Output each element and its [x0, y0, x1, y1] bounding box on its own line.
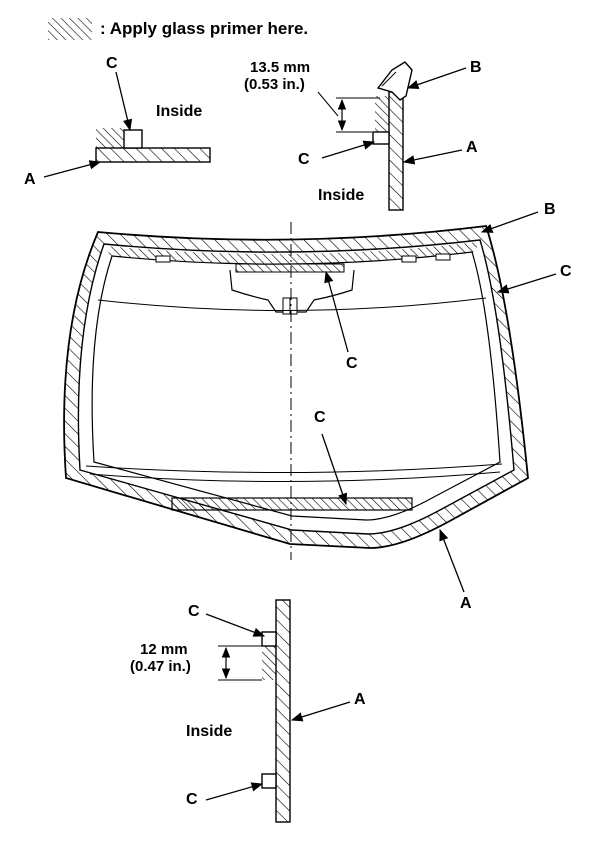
section-top-left — [43, 71, 211, 178]
label-a-top-left: A — [24, 171, 36, 188]
windshield-leaders — [321, 211, 557, 593]
label-inside-top-left: Inside — [156, 103, 203, 120]
label-c-windshield-bottom: C — [314, 409, 326, 426]
label-b-top-right: B — [470, 59, 482, 76]
label-inside-top-right: Inside — [318, 187, 365, 204]
label-c-bottom-upper: C — [188, 603, 200, 620]
label-c-windshield-top: C — [346, 355, 358, 372]
label-c-bottom-lower: C — [186, 791, 198, 808]
label-c-top-right: C — [298, 151, 310, 168]
hatch-swatch-icon — [48, 18, 92, 40]
windshield-glass — [63, 222, 529, 560]
label-c-top-left: C — [106, 55, 118, 72]
dimension-bottom-in: (0.47 in.) — [130, 658, 191, 675]
dimension-top-mm: 13.5 mm — [250, 59, 311, 76]
label-a-bottom: A — [354, 691, 366, 708]
section-bottom — [205, 599, 351, 823]
label-inside-bottom: Inside — [186, 723, 233, 740]
label-a-windshield: A — [460, 595, 472, 612]
label-c-windshield-edge: C — [560, 263, 572, 280]
label-b-windshield: B — [544, 201, 556, 218]
dimension-top-in: (0.53 in.) — [244, 76, 305, 93]
section-top-right — [317, 61, 467, 211]
legend-text: : Apply glass primer here. — [100, 19, 309, 38]
dimension-bottom-mm: 12 mm — [140, 641, 188, 658]
label-a-top-right: A — [466, 139, 478, 156]
